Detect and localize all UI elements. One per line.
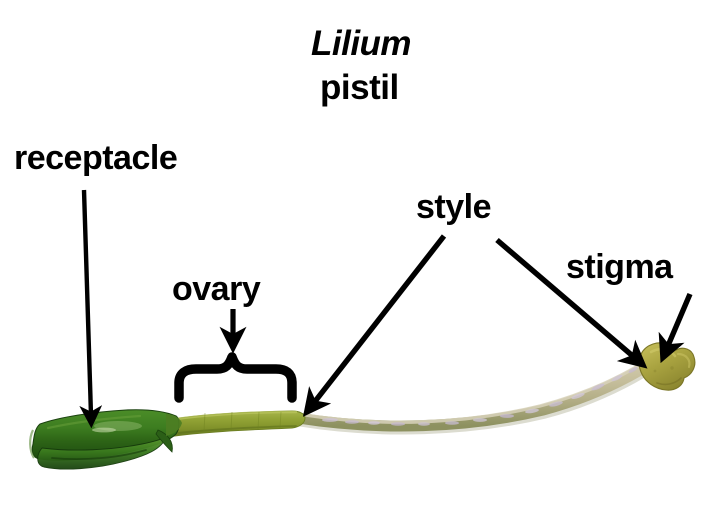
stigma-body (638, 342, 696, 391)
receptacle-arrow (79, 189, 103, 429)
style-highlight (303, 361, 645, 424)
label-ovary: ovary (172, 270, 261, 308)
receptacle-body (29, 409, 180, 470)
label-receptacle: receptacle (14, 139, 178, 177)
specimen-pistil (29, 342, 696, 470)
style-mottling (322, 367, 638, 426)
label-style: style (416, 188, 492, 226)
ovary-brace (174, 352, 297, 403)
receptacle-ovary-junction (166, 414, 182, 436)
ovary-body (167, 410, 306, 438)
page-title-part: pistil (320, 68, 399, 107)
label-stigma: stigma (566, 248, 673, 286)
style-arrow-right (495, 237, 648, 369)
style-arrow-left (302, 234, 447, 417)
style-body (292, 360, 653, 432)
page-title-genus: Lilium (311, 24, 412, 63)
annotation-layer (79, 189, 693, 429)
stigma-arrow (658, 292, 693, 364)
